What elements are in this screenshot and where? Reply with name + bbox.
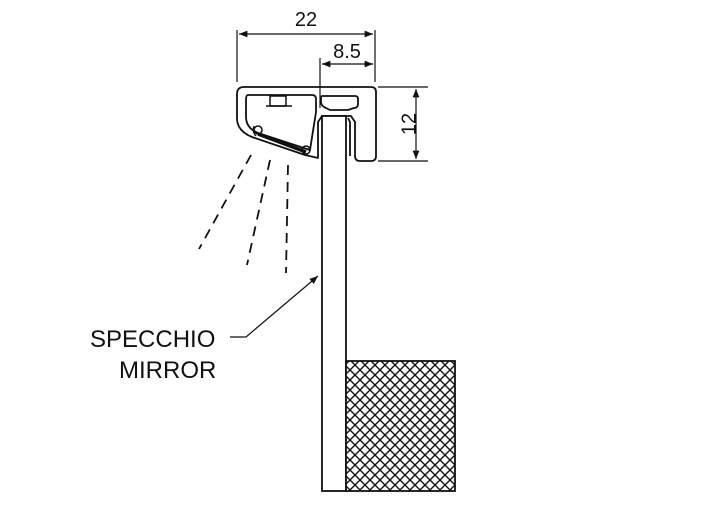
dimension-22-text: 22	[295, 9, 317, 31]
mirror-panel	[321, 115, 347, 492]
dimension-8-5-text: 8.5	[333, 41, 361, 63]
aluminium-profile	[236, 86, 377, 162]
dimension-channel-width: 8.5	[319, 41, 373, 108]
wall-hatched-block	[345, 360, 456, 492]
mirror-leader-line	[230, 275, 319, 338]
light-rays	[198, 154, 289, 274]
label-specchio: SPECCHIO	[90, 326, 215, 353]
dimension-height: 12	[378, 86, 428, 162]
dimension-overall-width: 22	[236, 9, 376, 82]
label-mirror: MIRROR	[119, 357, 216, 384]
dimension-12-text: 12	[398, 113, 420, 135]
